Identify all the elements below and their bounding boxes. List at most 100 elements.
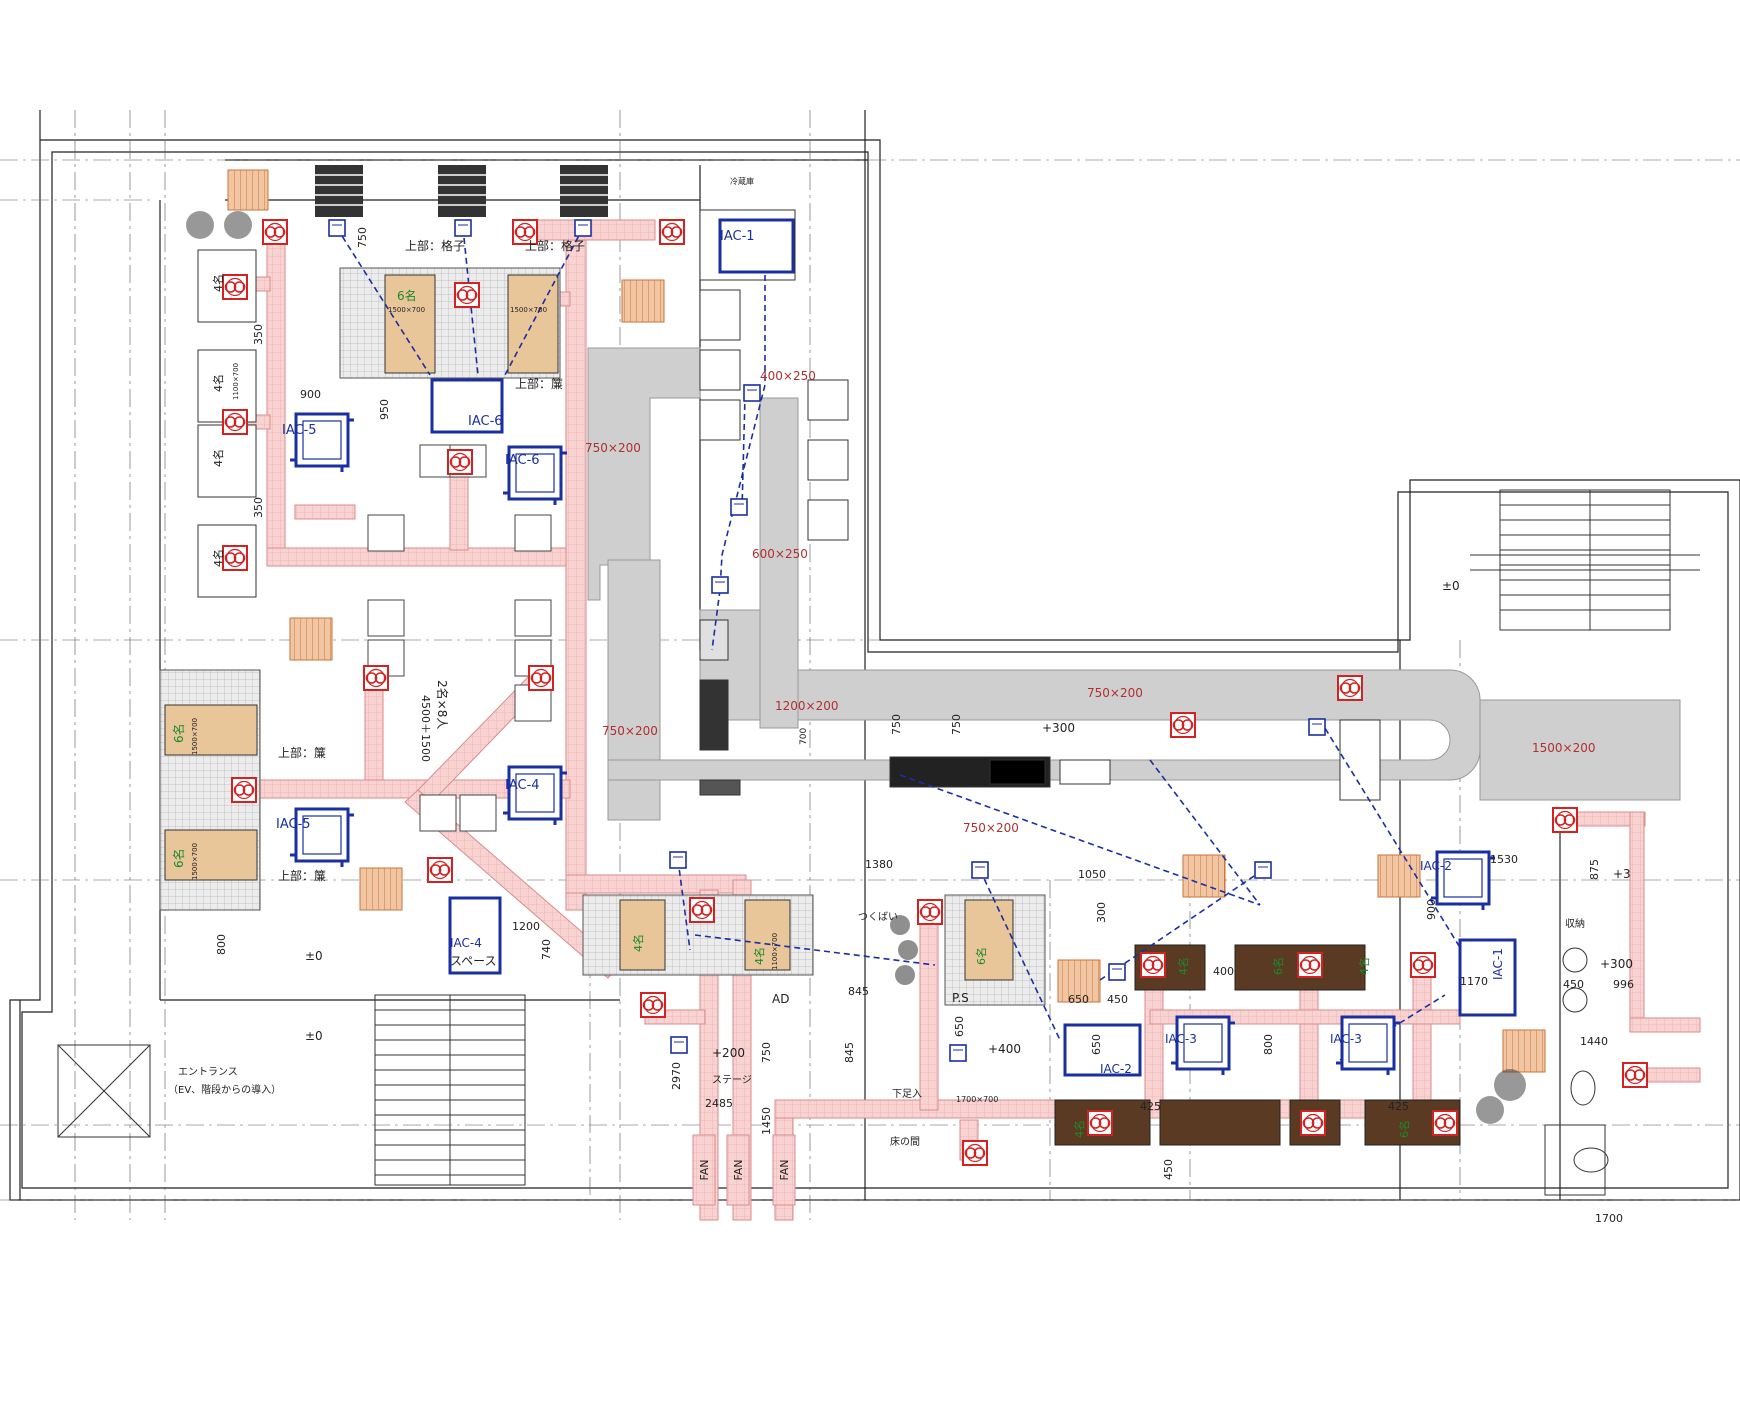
plants (186, 211, 1526, 1124)
dim-y: 450 (1162, 1159, 1175, 1180)
dim-o: 1380 (865, 858, 893, 871)
dim-al: 650 (953, 1016, 966, 1037)
table-size-3: 1100×700 (232, 363, 240, 400)
seat-label-1: 6名 (397, 288, 417, 303)
note-tsukubai: つくばい (858, 911, 898, 923)
dim-q: 300 (1095, 902, 1108, 923)
dim-n: 2485 (705, 1097, 733, 1110)
note-upper-3: 上部：簾 (515, 376, 563, 391)
note-upper-5: 上部：簾 (278, 868, 326, 883)
control-wiring (336, 227, 1481, 1061)
table-size-2: 1500×700 (510, 306, 547, 314)
table-size-6: 1100×700 (771, 933, 779, 970)
table-size-1: 1500×700 (388, 306, 425, 314)
dim-a: 750 (356, 227, 369, 248)
seat-label-2: 4名 (211, 274, 225, 292)
level-6: +400 (988, 1042, 1021, 1056)
note-ps: P.S (952, 991, 969, 1005)
seat-label-7: 6名 (171, 848, 186, 868)
dim-ad: 450 (1563, 978, 1584, 991)
level-3: ±0 (305, 1029, 323, 1043)
unit-label-5: IAC-5 (276, 817, 311, 832)
level-2: ±0 (305, 949, 323, 963)
level-7: +300 (1600, 957, 1633, 971)
dim-e: 950 (378, 399, 391, 420)
duct-size-1: 400×250 (760, 369, 816, 383)
dim-v: 800 (1262, 1034, 1275, 1055)
seat-label-13: 6名 (1271, 957, 1285, 975)
dim-f: 1200 (512, 920, 540, 933)
dim-aa: 1170 (1460, 975, 1488, 988)
dim-j: 845 (843, 1042, 856, 1063)
note-upper-4: 上部：簾 (278, 745, 326, 760)
unit-label-12: IAC-1 (1491, 948, 1505, 980)
note-space: スペース (450, 954, 497, 968)
dim-af: 1440 (1580, 1035, 1608, 1048)
dim-u: 400 (1213, 965, 1234, 978)
dim-ai: 750 (950, 714, 963, 735)
unit-label-8: IAC-2 (1100, 1062, 1132, 1076)
dim-h: 800 (215, 934, 228, 955)
fan-label-1: FAN (698, 1159, 711, 1180)
table-size-5: 1500×700 (191, 843, 199, 880)
dim-b: 350 (252, 324, 265, 345)
level-8: +3 (1613, 867, 1631, 881)
dim-k: 750 (760, 1042, 773, 1063)
seat-label-11: 4名 (1176, 957, 1190, 975)
duct-size-5: 750×200 (1087, 686, 1143, 700)
supply-ducts (224, 219, 1701, 1221)
duct-size-4: 1200×200 (775, 699, 839, 713)
note-entrance: エントランス (178, 1066, 238, 1078)
seat-label-15: 6名 (1397, 1120, 1411, 1138)
note-upper-1: 上部：格子 (405, 238, 465, 253)
seat-label-5: 4名 (211, 549, 225, 567)
table-size-4: 1500×700 (191, 718, 199, 755)
dim-c: 350 (252, 497, 265, 518)
note-fridge: 冷蔵庫 (730, 176, 754, 186)
dim-ak: 1700×700 (956, 1095, 998, 1104)
dim-w: 425 (1140, 1100, 1161, 1113)
dim-r: 650 (1068, 993, 1089, 1006)
unit-label-4: IAC-6 (505, 453, 540, 468)
unit-label-10: IAC-3 (1330, 1032, 1362, 1046)
unit-label-11: IAC-2 (1420, 859, 1452, 873)
dim-z: 900 (1425, 899, 1438, 920)
seat-label-4: 4名 (211, 449, 225, 467)
note-ad: AD (772, 992, 789, 1006)
note-storage: 収納 (1565, 917, 1585, 930)
dim-ab: 1530 (1490, 853, 1518, 866)
dim-i: 845 (848, 985, 869, 998)
note-entrance-sub: （EV、階段からの導入） (168, 1083, 281, 1096)
elevator (57, 1044, 151, 1138)
toilets (1544, 947, 1609, 1196)
dim-p: 1050 (1078, 868, 1106, 881)
note-upper-2: 上部：格子 (525, 238, 585, 253)
fan-shafts (692, 1134, 796, 1206)
dim-aj: 700 (799, 728, 809, 745)
top-louvres (227, 165, 608, 217)
seat-label-14: 4名 (1072, 1120, 1086, 1138)
seat-label-8: 4名 (631, 934, 645, 952)
note-floor: 床の間 (890, 1135, 920, 1148)
seat-label-12: 4名 (1357, 957, 1371, 975)
building-walls (0, 110, 1740, 1220)
level-1: ±0 (1442, 579, 1460, 593)
duct-size-2: 750×200 (585, 441, 641, 455)
exhaust-ducts (587, 347, 1681, 821)
stair-bottom-left (374, 994, 526, 1186)
dim-ac: 875 (1588, 859, 1601, 880)
dim-l: 1450 (760, 1107, 773, 1135)
dim-g: 740 (540, 939, 553, 960)
unit-label-1: IAC-1 (720, 229, 755, 244)
ac-units (288, 218, 1517, 1077)
fan-label-3: FAN (778, 1159, 791, 1180)
dim-s: 450 (1107, 993, 1128, 1006)
dim-d: 900 (300, 388, 321, 401)
unit-label-6: IAC-4 (505, 778, 540, 793)
dim-m: 2970 (670, 1062, 683, 1090)
note-shoes: 下足入 (892, 1088, 922, 1100)
seat-label-6: 6名 (171, 723, 186, 743)
duct-size-6: 750×200 (602, 724, 658, 738)
dim-ae: 996 (1613, 978, 1634, 991)
